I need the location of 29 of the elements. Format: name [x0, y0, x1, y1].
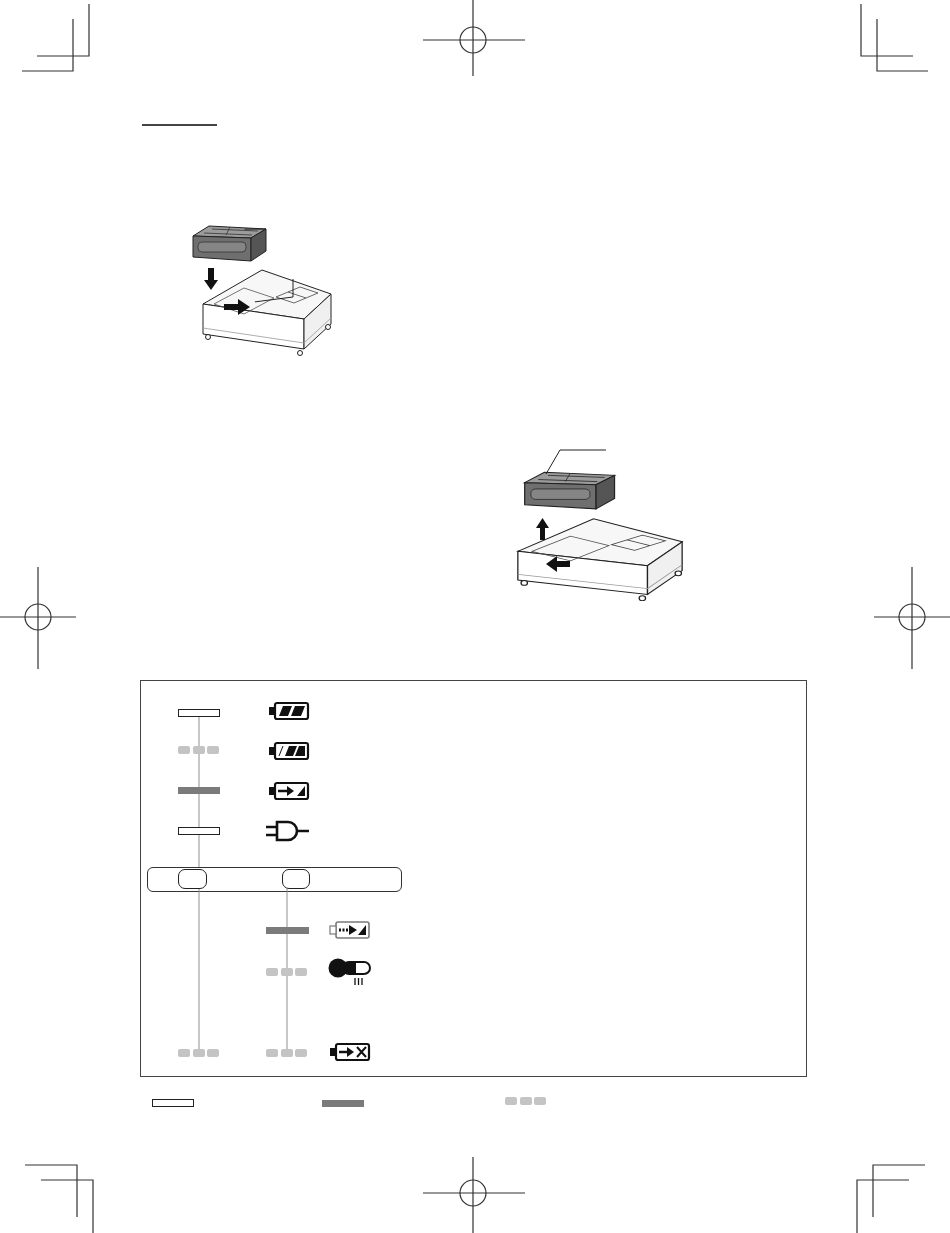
rounded-box: [282, 869, 310, 889]
connector-line: [198, 793, 200, 828]
leader-line: [244, 228, 267, 230]
lamp-symbol: [152, 1099, 194, 1107]
table-frame: [140, 680, 807, 1077]
leader-line: [545, 449, 607, 475]
connector-line: [198, 753, 200, 788]
rounded-band: [147, 867, 402, 892]
charger-illustration: [514, 515, 686, 603]
lamp-symbol: [178, 787, 220, 794]
battery-illustration: [190, 222, 268, 264]
lamp-symbol: [266, 927, 309, 934]
lamp-symbol: [266, 1049, 308, 1057]
lamp-symbol: [266, 968, 308, 976]
rounded-box: [178, 869, 207, 889]
connector-line: [198, 888, 200, 1050]
lamp-symbol: [178, 709, 220, 717]
connector-line: [198, 834, 200, 868]
charger-illustration: [200, 266, 334, 358]
lamp-symbol: [505, 1097, 546, 1105]
lamp-symbol: [178, 827, 220, 835]
lamp-symbol: [178, 1049, 220, 1057]
connector-line: [286, 888, 288, 928]
connector-line: [286, 933, 288, 969]
lamp-symbol: [178, 746, 220, 754]
lamp-symbol: [322, 1100, 364, 1107]
connector-line: [286, 975, 288, 1050]
leader-line: [254, 278, 294, 303]
connector-line: [198, 716, 200, 747]
